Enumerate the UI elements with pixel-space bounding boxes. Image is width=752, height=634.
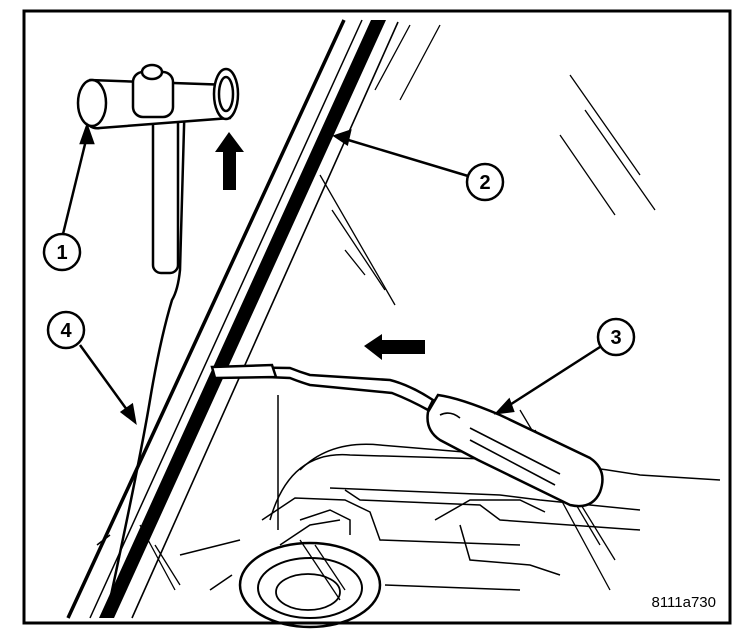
round-grommet (238, 539, 382, 629)
windshield-pillar (66, 19, 399, 619)
leader-lines (61, 122, 601, 425)
callout-4: 4 (46, 310, 86, 350)
up-direction-arrow (215, 132, 244, 190)
t-handle-tool (76, 63, 240, 601)
callout-2: 2 (465, 162, 505, 202)
callout-3: 3 (596, 317, 636, 357)
callout-1: 1 (42, 232, 82, 272)
screwdriver (210, 363, 604, 508)
figure-id-label: 8111a730 (651, 594, 716, 611)
callout-1-number: 1 (56, 242, 67, 264)
windshield-molding (99, 20, 386, 618)
callout-4-number: 4 (60, 320, 72, 342)
callout-2-number: 2 (479, 172, 490, 194)
pillar-edge (66, 19, 346, 619)
left-direction-arrow (364, 334, 425, 360)
door-panel (179, 395, 721, 591)
callout-3-number: 3 (610, 327, 621, 349)
